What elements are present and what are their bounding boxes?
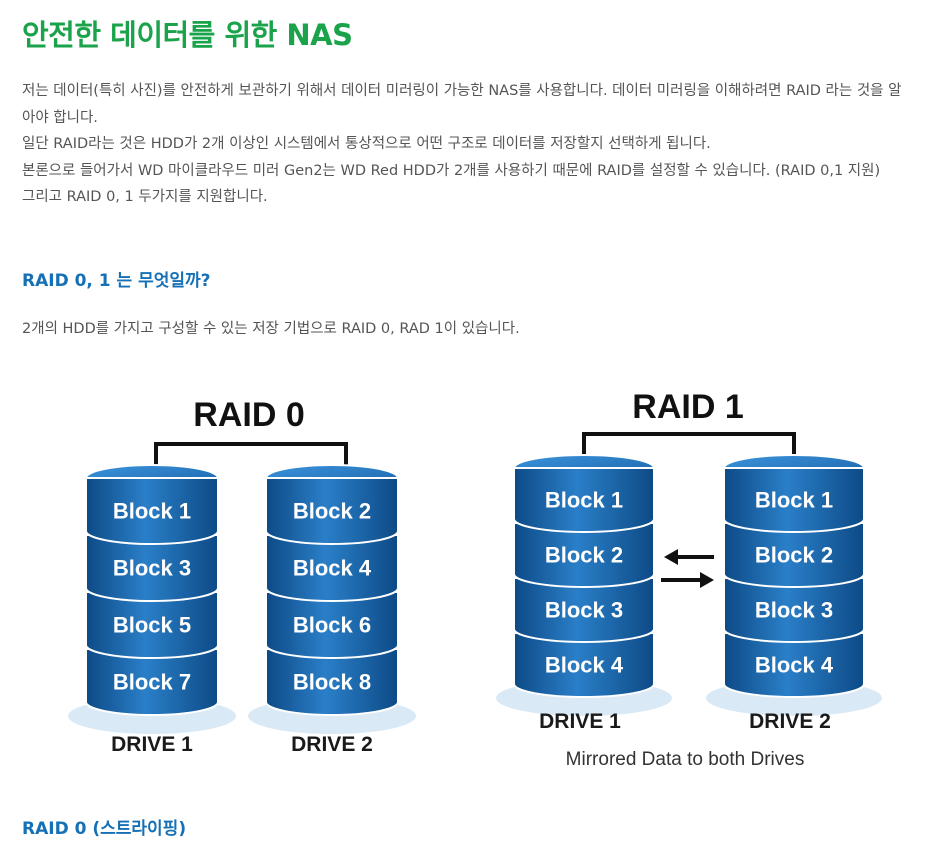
raid1-drive2: Block 4 Block 3 Block 2 Block 1 DRIVE 2 (706, 454, 882, 733)
block-label: Block 7 (113, 670, 191, 695)
raid-diagram: RAID 0 Block 7 Block 5 Block 3 Block 1 DRIV… (56, 368, 916, 782)
block-label: Block 4 (293, 556, 372, 581)
intro-paragraph: 저는 데이터(특히 사진)를 안전하게 보관하기 위해서 데이터 미러링이 가능… (22, 78, 907, 211)
raid-diagram-svg: RAID 0 Block 7 Block 5 Block 3 Block 1 DRIV… (68, 388, 882, 770)
raid1-caption: Mirrored Data to both Drives (566, 749, 805, 770)
raid0-title: RAID 0 (193, 396, 304, 434)
block-label: Block 3 (755, 598, 833, 623)
intro-line: 일단 RAID라는 것은 HDD가 2개 이상인 시스템에서 통상적으로 어떤 … (22, 136, 711, 152)
raid0-drive1-label: DRIVE 1 (111, 733, 193, 756)
block-label: Block 3 (113, 556, 191, 581)
block-label: Block 8 (293, 670, 371, 695)
block-label: Block 4 (755, 653, 834, 678)
block-label: Block 2 (755, 543, 833, 568)
block-label: Block 5 (113, 613, 191, 638)
mirror-arrows-icon (661, 549, 714, 588)
raid0-drive2: Block 8 Block 6 Block 4 Block 2 DRIVE 2 (248, 464, 416, 756)
block-label: Block 1 (545, 488, 623, 513)
raid0-drive2-label: DRIVE 2 (291, 733, 373, 756)
page-title: 안전한 데이터를 위한 NAS (22, 18, 353, 52)
raid1-drive2-label: DRIVE 2 (749, 710, 831, 733)
block-label: Block 4 (545, 653, 624, 678)
raid0-connector (154, 442, 348, 478)
raid0-drive1: Block 7 Block 5 Block 3 Block 1 DRIVE 1 (68, 464, 236, 756)
block-label: Block 3 (545, 598, 623, 623)
intro-line: 본론으로 들어가서 WD 마이클라우드 미러 Gen2는 WD Red HDD가… (22, 162, 881, 179)
raid1-connector (582, 432, 796, 468)
intro-line: 저는 데이터(특히 사진)를 안전하게 보관하기 위해서 데이터 미러링이 가능… (22, 83, 902, 126)
block-label: Block 2 (545, 543, 623, 568)
intro-line: 그리고 RAID 0, 1 두가지를 지원합니다. (22, 189, 268, 205)
raid1-title: RAID 1 (632, 388, 743, 426)
block-label: Block 6 (293, 613, 371, 638)
raid1-drive1: Block 4 Block 3 Block 2 Block 1 DRIVE 1 (496, 454, 672, 733)
section-heading-raid0: RAID 0 (스트라이핑) (22, 819, 187, 839)
section-heading-raid-intro: RAID 0, 1 는 무엇일까? (22, 271, 211, 291)
block-label: Block 2 (293, 499, 371, 524)
block-label: Block 1 (113, 499, 191, 524)
section-text: 2개의 HDD를 가지고 구성할 수 있는 저장 기법으로 RAID 0, RA… (22, 321, 520, 337)
block-label: Block 1 (755, 488, 833, 513)
raid1-drive1-label: DRIVE 1 (539, 710, 621, 733)
